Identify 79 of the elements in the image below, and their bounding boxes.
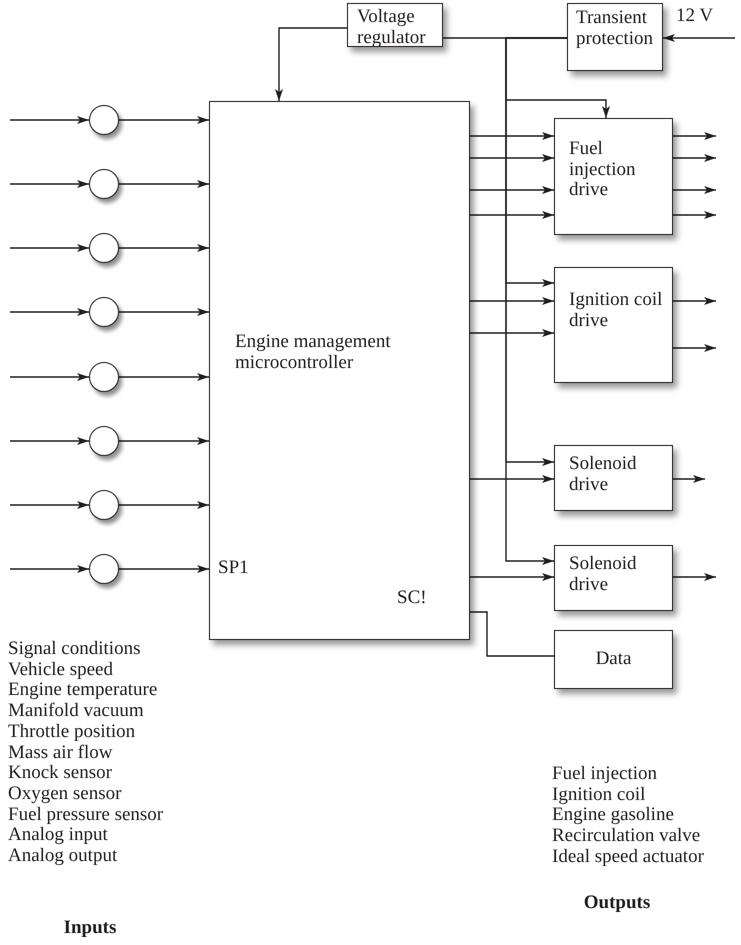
node-label: Solenoid drive	[569, 554, 638, 596]
arrow	[10, 180, 89, 188]
arrow	[470, 329, 554, 337]
arrow	[10, 373, 89, 381]
block-box	[554, 118, 673, 235]
arrow	[470, 132, 554, 140]
arrow	[673, 475, 705, 483]
signal-conditioner-circle	[89, 490, 119, 520]
arrow	[119, 501, 209, 509]
arrow	[663, 34, 735, 42]
list-item: Fuel pressure sensor	[8, 804, 164, 824]
list-item: Mass air flow	[8, 742, 112, 762]
signal-conditioner-circle	[89, 426, 119, 456]
pin-label: SP1	[218, 558, 249, 577]
arrow	[119, 244, 209, 252]
node-label: Engine management microcontroller	[235, 332, 392, 374]
arrow	[673, 132, 716, 140]
list-item: Oxygen sensor	[8, 784, 122, 803]
arrow	[470, 211, 554, 219]
arrow	[275, 27, 347, 101]
list-item: Recirculation valve	[552, 826, 700, 846]
arrow	[119, 308, 209, 316]
block-box	[347, 3, 443, 47]
arrow	[673, 154, 716, 162]
signal-conditioner-circle	[89, 297, 119, 327]
block-box	[567, 3, 663, 71]
arrow	[119, 116, 209, 124]
node-label: Data	[596, 649, 632, 670]
list-item: Analog input	[8, 825, 108, 844]
list-item: Analog output	[8, 846, 118, 865]
arrow	[673, 344, 716, 352]
arrow	[470, 573, 554, 581]
list-item: Throttle position	[8, 722, 136, 741]
arrow	[10, 244, 89, 252]
pin-label: SC!	[397, 588, 427, 607]
signal-conditioner-circle	[89, 169, 119, 199]
signal-conditioner-circle	[89, 362, 119, 392]
signal-conditioner-circle	[89, 233, 119, 263]
arrow	[119, 180, 209, 188]
list-item: Ideal speed actuator	[552, 846, 704, 866]
section-heading: Inputs	[64, 918, 116, 937]
arrow	[10, 116, 89, 124]
arrow	[505, 37, 567, 565]
list-item: Signal conditions	[8, 639, 140, 658]
block-box	[554, 630, 673, 689]
node-label: Transient protection	[576, 8, 654, 50]
node-label: Solenoid drive	[569, 454, 638, 496]
arrow	[119, 437, 209, 445]
arrow	[470, 186, 554, 194]
arrow	[10, 501, 89, 509]
arrow	[470, 154, 554, 162]
arrow	[673, 297, 716, 305]
arrow	[470, 297, 554, 305]
arrow	[673, 211, 716, 219]
list-item: Engine gasoline	[552, 805, 674, 824]
arrow	[119, 373, 209, 381]
list-item: Knock sensor	[8, 763, 112, 782]
arrow	[673, 573, 716, 581]
arrow	[470, 475, 554, 483]
signal-conditioner-circle	[89, 554, 119, 584]
arrow	[10, 308, 89, 316]
node-label: Fuel injection drive	[569, 139, 636, 201]
node-label: Voltage regulator	[357, 7, 427, 48]
list-item: Ignition coil	[552, 784, 646, 804]
arrow	[119, 565, 209, 573]
list-item: Engine temperature	[8, 680, 158, 700]
block-box	[554, 445, 673, 511]
block-box	[554, 267, 673, 383]
arrow	[10, 437, 89, 445]
microcontroller-box	[209, 101, 470, 640]
signal-conditioner-circle	[89, 105, 119, 135]
arrow	[673, 186, 716, 194]
list-item: Vehicle speed	[8, 660, 113, 679]
arrow	[10, 565, 89, 573]
node-label: Ignition coil drive	[569, 290, 664, 332]
list-item: Manifold vacuum	[8, 701, 144, 720]
block-box	[554, 545, 673, 611]
list-item: Fuel injection	[552, 764, 658, 783]
section-heading: Outputs	[584, 893, 650, 912]
